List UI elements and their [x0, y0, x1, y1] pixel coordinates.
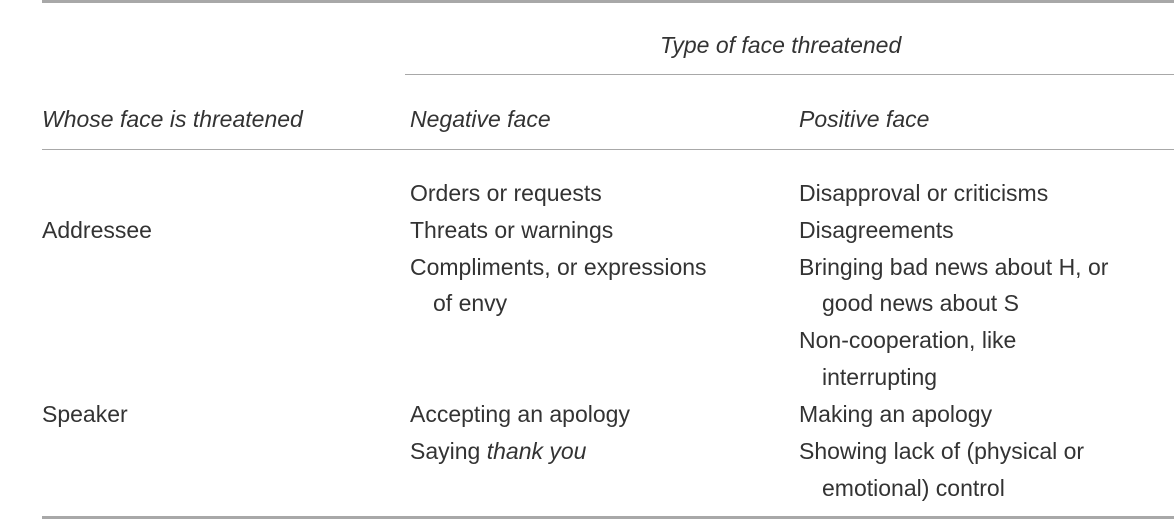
- speaker-positive-item: Making an apology: [799, 401, 993, 427]
- addressee-negative-item: Compliments, or expressions: [410, 254, 707, 280]
- addressee-negative-item: Orders or requests: [410, 180, 602, 206]
- row-label-addressee: Addressee: [42, 217, 152, 243]
- addressee-positive-item: Disapproval or criticisms: [799, 180, 1049, 206]
- speaker-negative-item: Accepting an apology: [410, 401, 630, 427]
- speaker-positive-item: Showing lack of (physical or: [799, 438, 1085, 464]
- spanner-header: Type of face threatened: [660, 32, 902, 58]
- table-bottom-rule: [42, 516, 1174, 519]
- col-header-negative: Negative face: [410, 106, 551, 132]
- addressee-negative-item-continuation: of envy: [433, 290, 508, 316]
- addressee-positive-item-continuation: interrupting: [822, 364, 938, 390]
- addressee-positive-item-continuation: good news about S: [822, 290, 1019, 316]
- speaker-negative-item: Saying thank you: [410, 438, 586, 465]
- header-rule: [42, 149, 1174, 150]
- addressee-positive-item: Bringing bad news about H, or: [799, 254, 1109, 280]
- col-header-positive: Positive face: [799, 106, 930, 132]
- table-top-rule: [42, 0, 1174, 3]
- col-header-whose: Whose face is threatened: [42, 106, 303, 132]
- addressee-positive-item: Disagreements: [799, 217, 954, 243]
- row-label-speaker: Speaker: [42, 401, 128, 427]
- speaker-negative-item-prefix: Saying: [410, 438, 487, 464]
- speaker-negative-item-italic: thank you: [486, 438, 587, 464]
- speaker-positive-item-continuation: emotional) control: [822, 475, 1005, 501]
- addressee-negative-item: Threats or warnings: [410, 217, 614, 243]
- addressee-positive-item: Non-cooperation, like: [799, 327, 1017, 353]
- spanner-rule: [405, 74, 1174, 75]
